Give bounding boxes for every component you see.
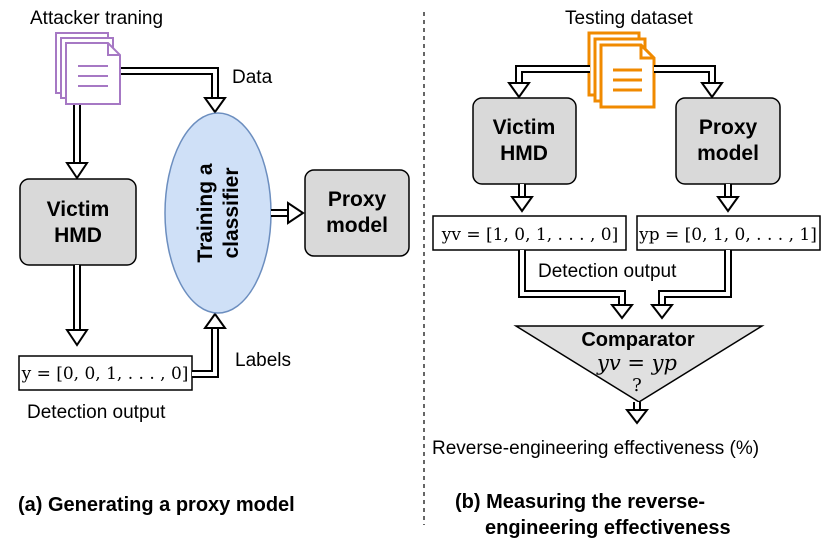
right-doc-to-proxy-arrowhead: [700, 82, 724, 99]
right-caption-line1: (b) Measuring the reverse-: [455, 491, 705, 513]
right-victim-line1: Victim: [493, 116, 556, 139]
right-document-icon: [587, 31, 656, 109]
right-proxy-line2: model: [697, 142, 759, 165]
left-output-vector: y = [0, 0, 1, . . . , 0]: [21, 364, 189, 384]
left-detection-label: Detection output: [27, 402, 166, 423]
right-source-label: Testing dataset: [565, 8, 694, 29]
right-caption-line2: engineering effectiveness: [485, 517, 731, 539]
right-doc-to-victim-arrowhead: [507, 82, 531, 99]
comparator-to-result-arrowhead: [624, 409, 650, 425]
labels-arrow-outer: [192, 328, 219, 378]
left-proxy-model-box: [304, 169, 410, 257]
left-output-vector-box: [18, 355, 193, 391]
right-proxy-line1: Proxy: [699, 116, 758, 139]
data-arrow-inner: [121, 69, 217, 98]
right-victim-to-vector-arrowhead: [510, 196, 534, 213]
right-proxy-model-box: [675, 97, 781, 185]
labels-arrowhead: [203, 312, 227, 329]
comparator-label: Comparator: [581, 329, 695, 351]
proxy-vector-box: [636, 215, 821, 251]
classifier-line2: classifier: [220, 167, 243, 258]
result-label: Reverse-engineering effectiveness (%): [432, 438, 759, 459]
left-proxy-line2: model: [326, 214, 388, 237]
classifier-line1: Training a: [194, 163, 217, 263]
right-victim-hmd-box: [472, 97, 577, 185]
labels-label: Labels: [235, 350, 291, 371]
left-source-label: Attacker traning: [30, 8, 163, 29]
victim-vector: yv = [1, 0, 1, . . . , 0]: [441, 225, 618, 245]
left-doc-to-victim-arrowhead: [65, 162, 89, 180]
right-proxy-to-vector-arrowhead: [716, 196, 740, 213]
victim-to-comparator-arrowhead: [609, 304, 635, 320]
victim-vector-box: [432, 215, 627, 251]
proxy-vector: yp = [0, 1, 0, . . . , 1]: [638, 225, 817, 245]
data-label: Data: [232, 67, 273, 88]
left-proxy-line1: Proxy: [328, 188, 387, 211]
ellipse-to-proxy-arrowhead: [287, 201, 305, 225]
left-victim-line2: HMD: [54, 224, 102, 247]
left-victim-line1: Victim: [47, 198, 110, 221]
comparator-equation: yv = yp: [596, 351, 677, 375]
proxy-to-comparator-arrowhead: [649, 304, 675, 320]
right-doc-to-victim-arrow: [515, 65, 590, 83]
data-arrowhead: [203, 97, 227, 114]
comparator-question: ?: [632, 375, 642, 396]
left-victim-hmd-box: [19, 178, 137, 266]
left-document-icon: [55, 32, 121, 105]
right-doc-to-proxy-arrow: [654, 65, 716, 83]
comparator-triangle: [513, 325, 765, 403]
right-victim-line2: HMD: [500, 142, 548, 165]
right-detection-label: Detection output: [538, 261, 677, 282]
training-classifier-ellipse: [164, 112, 272, 314]
left-caption: (a) Generating a proxy model: [18, 494, 295, 516]
left-victim-to-output-arrowhead: [65, 329, 89, 347]
data-arrow-outer: [121, 67, 219, 98]
